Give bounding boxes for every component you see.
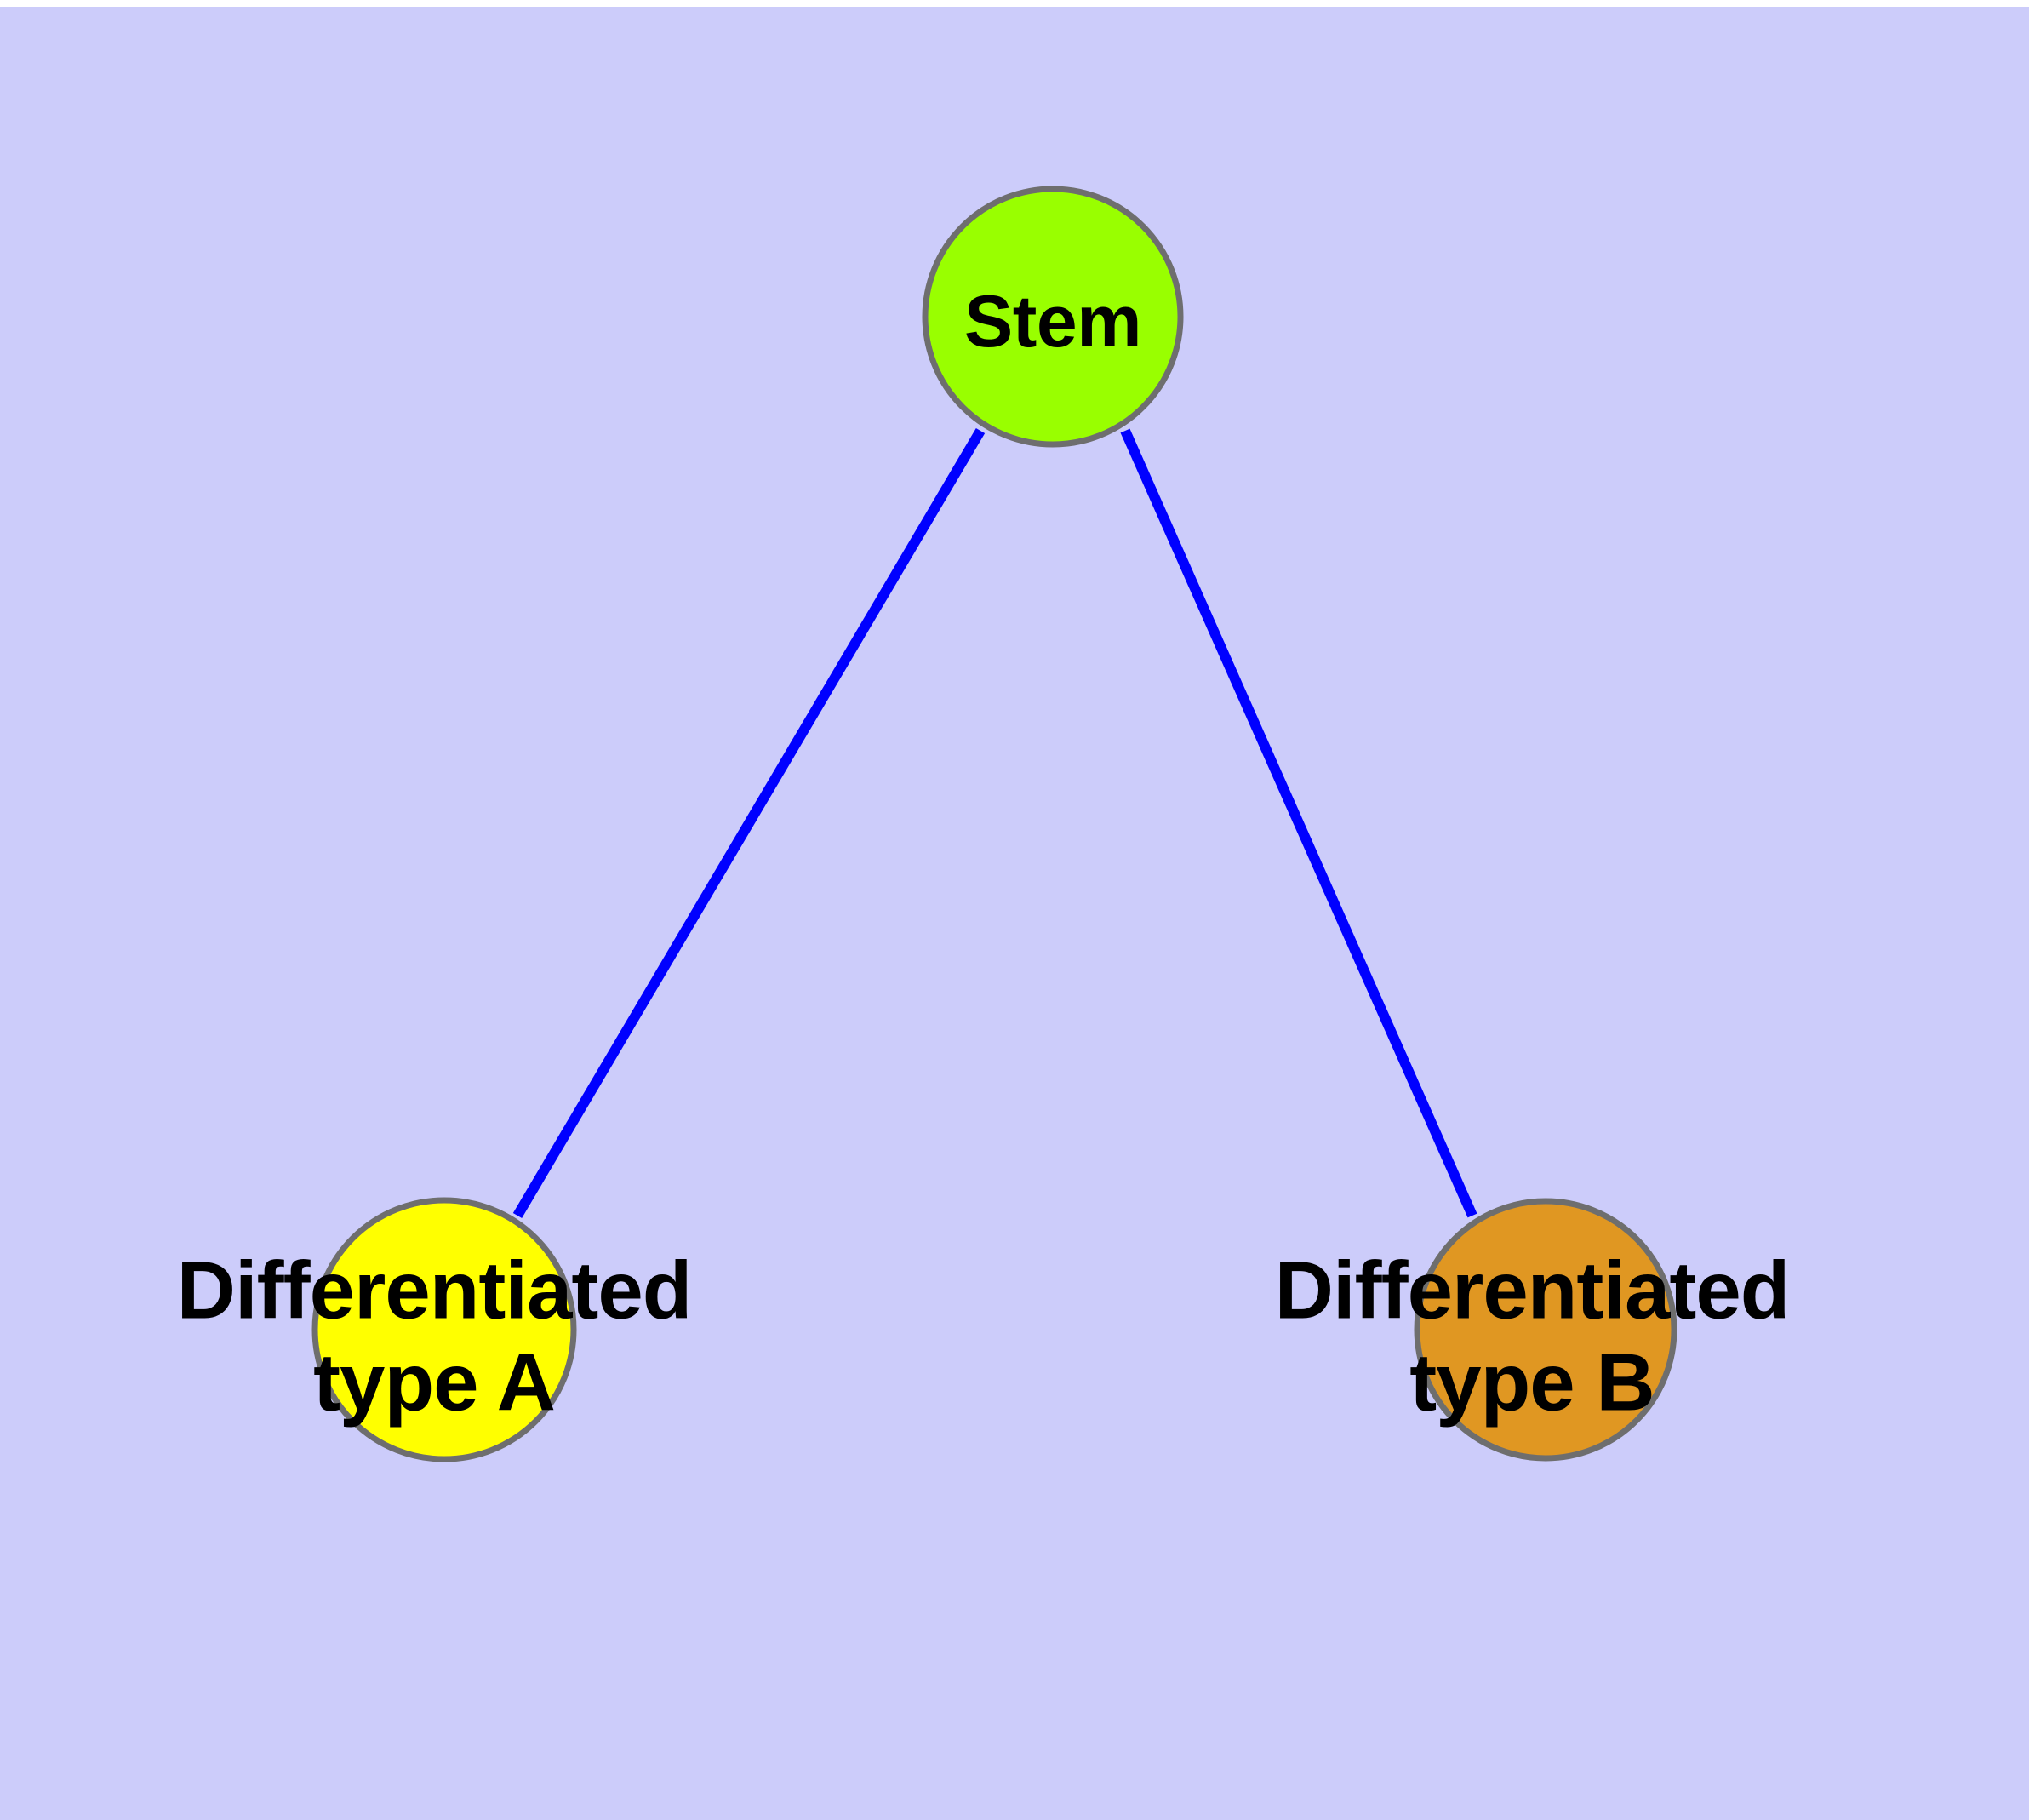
node-stem-circle[interactable] — [922, 186, 1184, 448]
node-diff-b-circle[interactable] — [1414, 1198, 1677, 1462]
edge-stem-to-diff-b[interactable] — [1120, 428, 1477, 1218]
edge-layer — [512, 427, 1477, 1219]
edge-stem-to-diff-a[interactable] — [512, 427, 986, 1219]
node-diff-a-circle[interactable] — [311, 1197, 577, 1462]
node-layer — [311, 186, 1677, 1462]
